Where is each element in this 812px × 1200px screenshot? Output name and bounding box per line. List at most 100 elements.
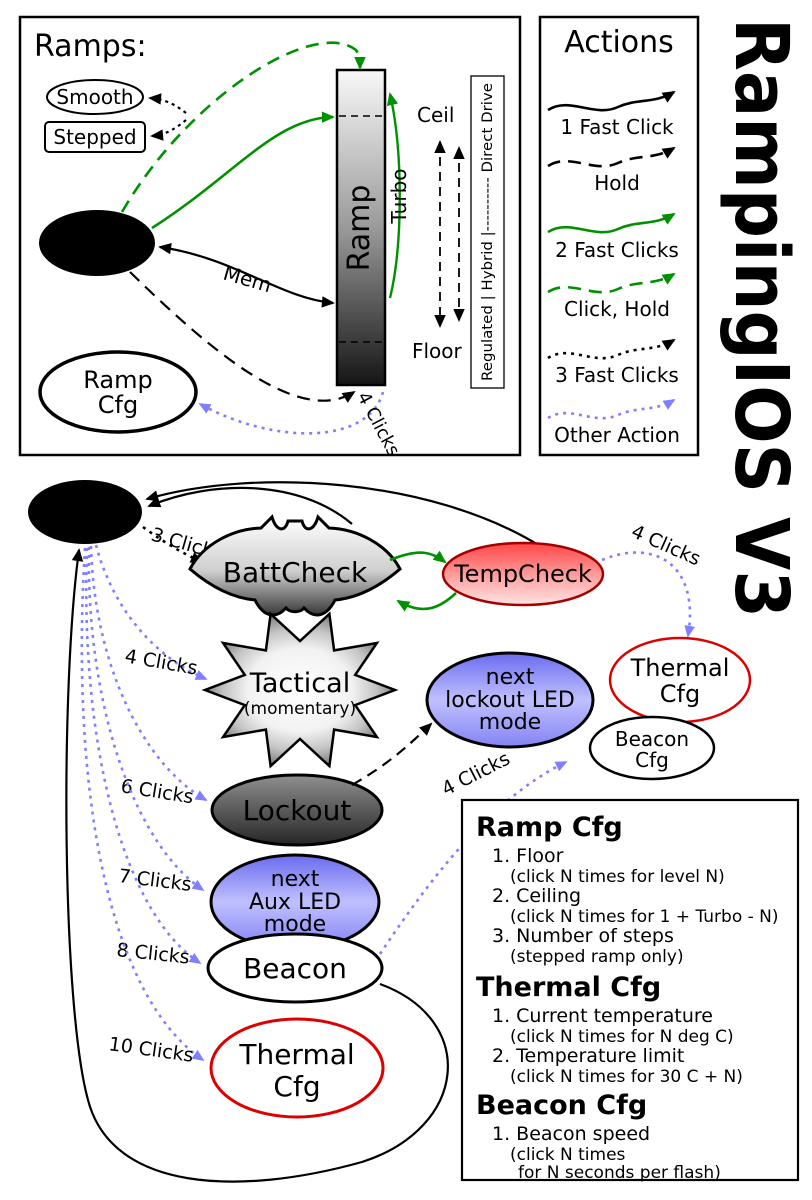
ramps-panel-title: Ramps: xyxy=(34,29,147,64)
ramp-cfg-label-2: Cfg xyxy=(98,391,138,419)
edge-battcheck-2clicks-tempcheck xyxy=(389,550,447,564)
config-thermal-item-1-detail: (click N times for N deg C) xyxy=(510,1027,734,1047)
config-panel-border xyxy=(460,798,800,1182)
edge-off-hold-floor xyxy=(129,271,356,403)
lockout-label: Lockout xyxy=(243,794,352,827)
actions-panel-title: Actions xyxy=(564,25,674,60)
edge-off-2clicks-ceil xyxy=(151,111,335,230)
thermal-cfg-top-label-1: Thermal xyxy=(630,654,730,682)
turbo-label: Turbo xyxy=(387,168,411,224)
edge-lockout-hold-ledmode xyxy=(351,722,433,786)
beacon-cfg-node xyxy=(588,715,716,781)
ceil-label: Ceil xyxy=(417,103,454,127)
edge-off-7clicks-auxled xyxy=(87,546,205,892)
edge-modes-loop-to-off xyxy=(65,548,449,1183)
config-ramp-title: Ramp Cfg xyxy=(476,812,623,843)
edge-off-mem-ramp xyxy=(158,242,335,308)
legend-hold-line xyxy=(547,146,676,168)
edge-tempcheck-to-off xyxy=(145,481,541,547)
tempcheck-label: TempCheck xyxy=(453,560,592,588)
config-ramp-item-3: 3. Number of steps xyxy=(492,925,674,947)
next-lockout-led-label-2: lockout LED xyxy=(445,688,575,713)
config-ramp-item-1: 1. Floor xyxy=(492,845,564,867)
label-10clicks: 10 Clicks xyxy=(107,1033,195,1067)
ramp-cfg-node xyxy=(38,350,198,434)
config-beacon-item-1: 1. Beacon speed xyxy=(492,1123,650,1145)
legend-2fastclicks-line xyxy=(547,212,676,234)
drive-scale-label: Regulated | Hybrid |---------- Direct Dr… xyxy=(480,83,496,381)
lockout-node xyxy=(210,773,384,847)
stepped-ramp-node xyxy=(44,121,146,153)
legend-3fastclicks-label: 3 Fast Clicks xyxy=(555,363,679,387)
off-node-main-label: OFF xyxy=(56,499,114,529)
edge-off-6clicks-lockout xyxy=(89,545,208,802)
thermal-cfg-top-label-2: Cfg xyxy=(660,680,700,708)
floor-label: Floor xyxy=(412,339,463,363)
next-lockout-led-label-3: mode xyxy=(479,710,541,735)
edge-toggle-stepped xyxy=(150,119,187,141)
ramps-panel: Ramps: Smooth Stepped OFF Ramp Cfg Ramp … xyxy=(18,15,522,460)
tempcheck-node xyxy=(441,541,605,607)
off-node-top-label: OFF xyxy=(68,230,126,260)
legend-clickhold-label: Click, Hold xyxy=(564,297,670,321)
beacon-cfg-label-2: Cfg xyxy=(635,748,669,772)
tactical-label-2: (momentary) xyxy=(244,699,356,719)
config-beacon-title: Beacon Cfg xyxy=(476,1090,647,1121)
config-beacon-item-1-detail2: for N seconds per flash) xyxy=(518,1163,721,1183)
battcheck-label: BattCheck xyxy=(223,556,368,589)
legend-1fastclick-label: 1 Fast Click xyxy=(560,115,674,139)
edge-turbo-arc xyxy=(386,92,401,299)
config-panel: Ramp Cfg 1. Floor (click N times for lev… xyxy=(460,798,800,1183)
beacon-node xyxy=(206,932,384,1004)
edge-tempcheck-2clicks-battcheck xyxy=(396,592,457,612)
edge-off-8clicks-beacon xyxy=(84,547,202,965)
battcheck-node: BattCheck xyxy=(188,514,402,617)
label-4clicks-thermal: 4 Clicks xyxy=(628,520,704,570)
thermal-cfg-node-bottom xyxy=(209,1017,385,1119)
config-thermal-item-2: 2. Temperature limit xyxy=(492,1045,684,1067)
drive-scale-bracket xyxy=(470,75,505,389)
config-thermal-title: Thermal Cfg xyxy=(476,972,661,1003)
thermal-cfg-bottom-label-1: Thermal xyxy=(238,1038,354,1071)
legend-otheraction-label: Other Action xyxy=(554,423,680,447)
config-ramp-item-2-detail: (click N times for 1 + Turbo - N) xyxy=(510,907,779,927)
actions-panel: Actions 1 Fast Click Hold 2 Fast Clicks … xyxy=(538,15,700,457)
smooth-ramp-node xyxy=(46,79,144,115)
legend-clickhold-line xyxy=(547,272,676,294)
config-ramp-item-2: 2. Ceiling xyxy=(492,885,581,907)
config-thermal-item-2-detail: (click N times for 30 C + N) xyxy=(510,1067,743,1087)
legend-hold-label: Hold xyxy=(594,171,640,195)
label-4clicks-beacon: 4 Clicks xyxy=(438,748,513,801)
legend-otheraction-line xyxy=(547,398,676,420)
beacon-label: Beacon xyxy=(243,952,347,985)
edge-off-clickhold-turbo xyxy=(120,41,366,213)
config-ramp-item-1-detail: (click N times for level N) xyxy=(510,867,725,887)
tactical-node xyxy=(201,611,399,769)
legend-3fastclicks-line xyxy=(547,338,676,360)
thermal-cfg-bottom-label-2: Cfg xyxy=(273,1070,320,1103)
ramp-cfg-label-1: Ramp xyxy=(83,366,152,394)
next-aux-led-label-2: Aux LED xyxy=(249,890,341,915)
off-node-main xyxy=(28,480,142,544)
page-title: RampingIOS V3 xyxy=(718,18,804,618)
ramp-bar-label: Ramp xyxy=(342,185,377,272)
label-7clicks: 7 Clicks xyxy=(117,865,192,896)
next-lockout-led-label-1: next xyxy=(486,665,535,690)
state-graph: OFF 3 Clicks BattCheck TempCheck 4 Click… xyxy=(28,480,752,1183)
edge-toggle-smooth xyxy=(148,93,187,114)
config-thermal-item-1: 1. Current temperature xyxy=(492,1005,713,1027)
stepped-ramp-label: Stepped xyxy=(53,125,136,149)
legend-2fastclicks-label: 2 Fast Clicks xyxy=(555,238,679,262)
actions-panel-border xyxy=(538,15,700,457)
smooth-ramp-label: Smooth xyxy=(56,85,133,109)
label-4clicks-tactical: 4 Clicks xyxy=(123,645,199,679)
config-ramp-item-3-detail: (stepped ramp only) xyxy=(510,947,684,967)
ramp-bar xyxy=(335,68,387,387)
edge-battcheck-to-off xyxy=(147,486,353,525)
tactical-label-1: Tactical xyxy=(249,668,350,699)
config-beacon-item-1-detail: (click N times xyxy=(510,1145,626,1165)
beacon-cfg-label-1: Beacon xyxy=(615,727,689,751)
edge-off-10clicks-thermalcfg xyxy=(80,547,205,1062)
next-aux-led-label-1: next xyxy=(271,867,320,892)
